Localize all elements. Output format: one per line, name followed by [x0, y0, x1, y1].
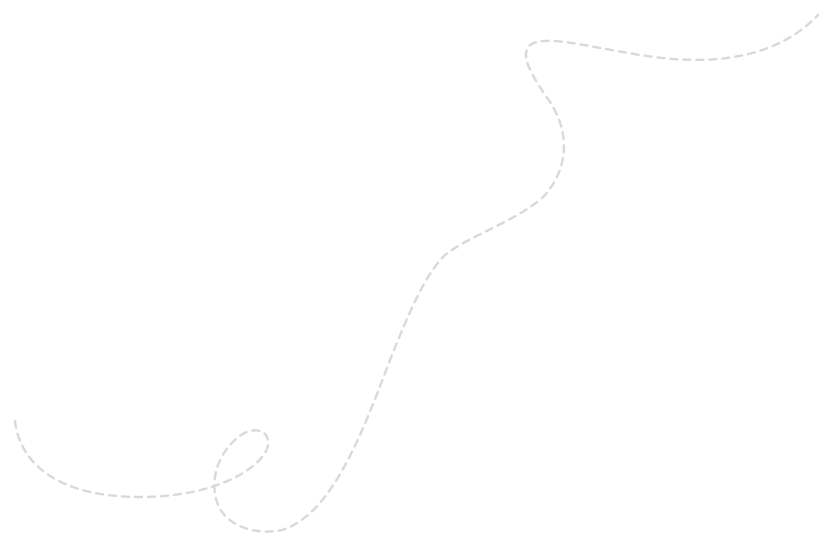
dashed-curve-line — [13, 13, 820, 533]
